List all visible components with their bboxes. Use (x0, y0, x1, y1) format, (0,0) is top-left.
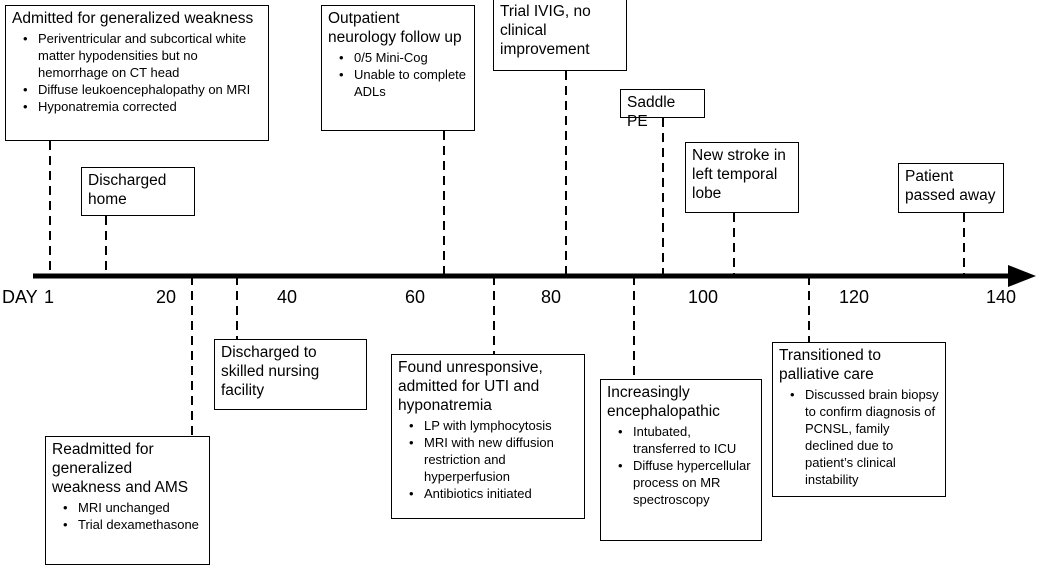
event-palliative-care: Transitioned to palliative care Discusse… (772, 342, 946, 497)
event-discharged-snf: Discharged to skilled nursing facility (214, 339, 367, 410)
event-title: Trial IVIG, no clinical improvement (500, 3, 591, 58)
event-title: Patient passed away (905, 168, 996, 204)
tick-label: 1 (44, 287, 55, 307)
timeline-arrowhead (1008, 265, 1036, 287)
event-passed-away: Patient passed away (898, 163, 1004, 213)
event-bullets: Periventricular and subcortical white ma… (12, 30, 262, 115)
event-bullet: Hyponatremia corrected (23, 98, 262, 115)
event-bullet: MRI unchanged (63, 499, 203, 516)
tick-label: 20 (156, 287, 177, 307)
event-title: Admitted for generalized weakness (12, 10, 254, 27)
event-saddle-pe: Saddle PE (620, 89, 705, 130)
event-bullets: Intubated, transferred to ICU Diffuse hy… (607, 423, 755, 508)
event-title: Discharged home (88, 172, 167, 208)
event-bullet: Diffuse leukoencephalopathy on MRI (23, 81, 262, 98)
event-title: Saddle PE (627, 94, 676, 130)
event-title: Outpatient neurology follow up (328, 10, 462, 46)
tick-label: 140 (986, 287, 1017, 307)
event-readmitted: Readmitted for generalized weakness and … (45, 436, 210, 565)
event-encephalopathic: Increasingly encephalopathic Intubated, … (600, 379, 762, 541)
event-title: Readmitted for generalized weakness and … (52, 441, 189, 496)
event-new-stroke: New stroke in left temporal lobe (685, 142, 799, 213)
event-title: Increasingly encephalopathic (607, 384, 720, 420)
event-bullet: Diffuse hypercellular process on MR spec… (618, 457, 755, 508)
event-bullet: Unable to complete ADLs (339, 66, 468, 100)
axis-prefix: DAY (2, 287, 38, 307)
tick-label: 80 (541, 287, 562, 307)
event-title: New stroke in left temporal lobe (692, 147, 786, 202)
event-outpatient-followup: Outpatient neurology follow up 0/5 Mini-… (321, 5, 475, 131)
event-admitted: Admitted for generalized weakness Perive… (5, 5, 269, 141)
event-discharged-home: Discharged home (81, 167, 195, 216)
event-trial-ivig: Trial IVIG, no clinical improvement (493, 0, 627, 71)
event-bullet: 0/5 Mini-Cog (339, 49, 468, 66)
tick-label: 120 (839, 287, 870, 307)
event-bullets: LP with lymphocytosis MRI with new diffu… (398, 417, 578, 502)
event-title: Transitioned to palliative care (779, 347, 881, 383)
tick-label: 40 (277, 287, 298, 307)
event-bullet: Intubated, transferred to ICU (618, 423, 755, 457)
event-bullet: Discussed brain biopsy to confirm diagno… (790, 386, 939, 488)
event-bullet: Antibiotics initiated (409, 485, 578, 502)
event-bullet: MRI with new diffusion restriction and h… (409, 434, 578, 485)
event-bullets: Discussed brain biopsy to confirm diagno… (779, 386, 939, 488)
event-found-unresponsive: Found unresponsive, admitted for UTI and… (391, 354, 585, 519)
event-bullet: LP with lymphocytosis (409, 417, 578, 434)
event-bullets: 0/5 Mini-Cog Unable to complete ADLs (328, 49, 468, 100)
tick-label: 60 (405, 287, 426, 307)
event-bullet: Periventricular and subcortical white ma… (23, 30, 262, 81)
tick-label: 100 (688, 287, 719, 307)
event-bullet: Trial dexamethasone (63, 516, 203, 533)
event-title: Found unresponsive, admitted for UTI and… (398, 359, 543, 414)
event-title: Discharged to skilled nursing facility (221, 344, 320, 399)
event-bullets: MRI unchanged Trial dexamethasone (52, 499, 203, 533)
